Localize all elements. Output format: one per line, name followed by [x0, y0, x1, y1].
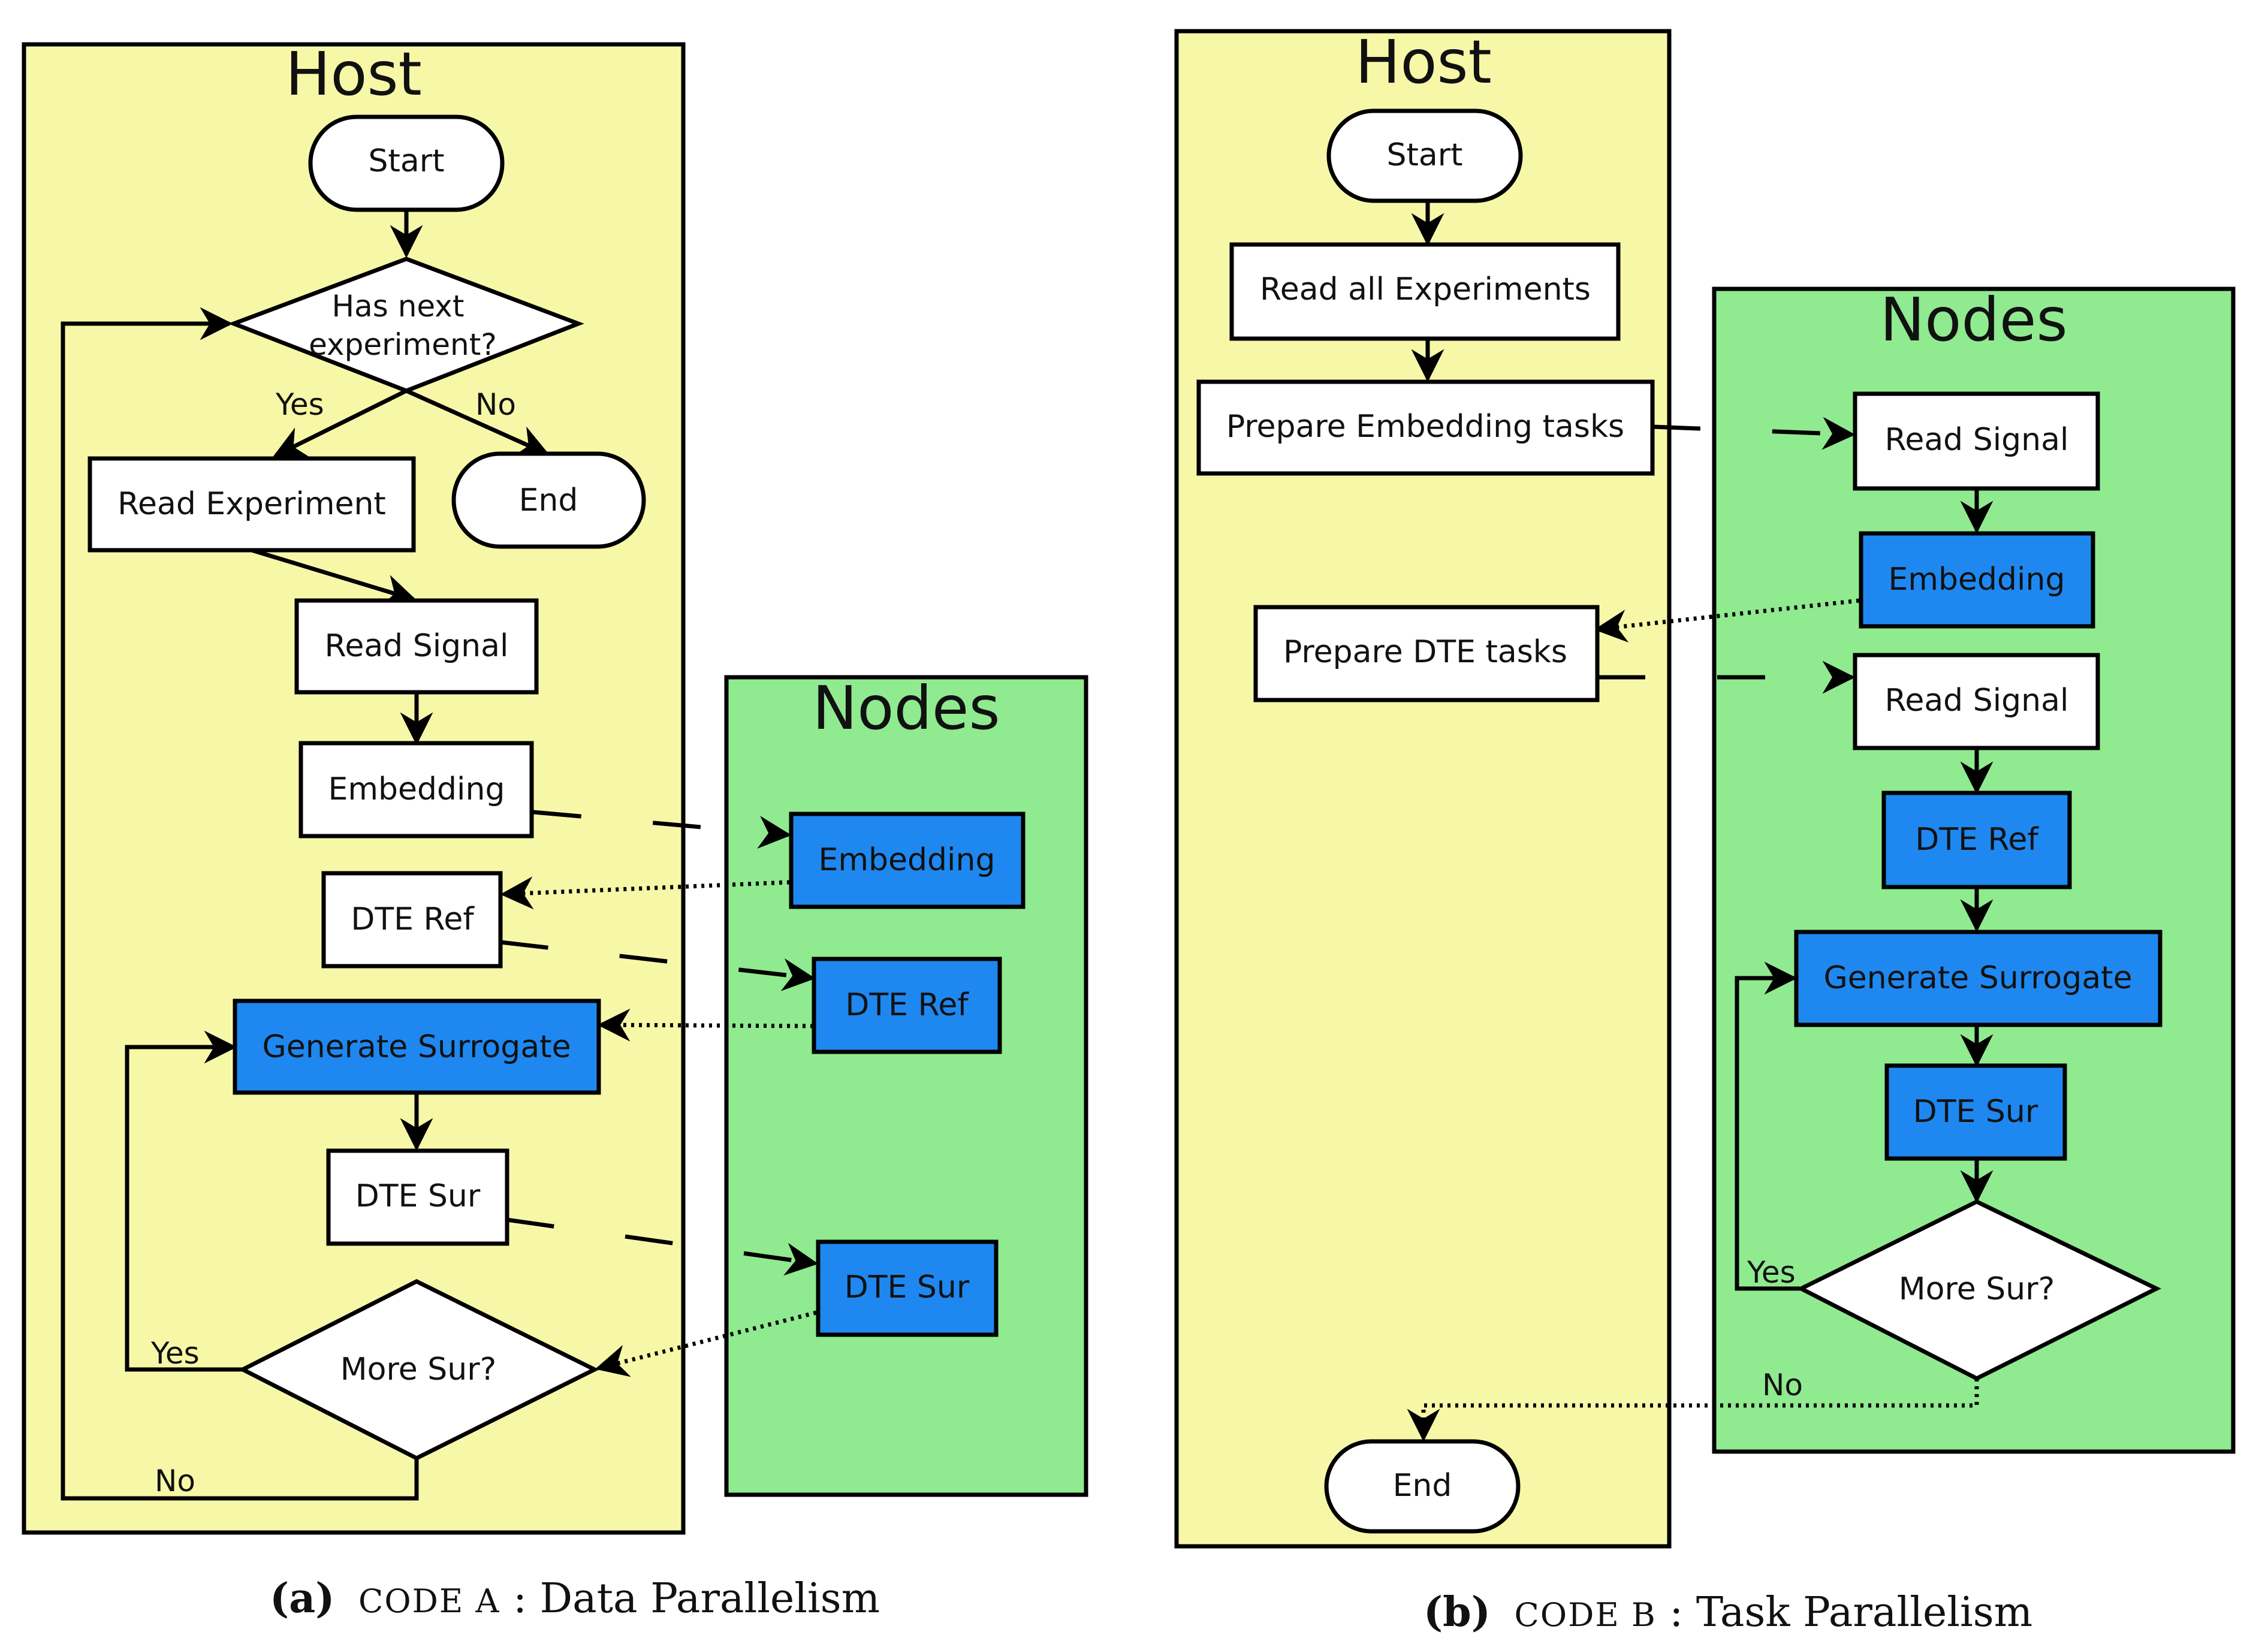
node-generate-surrogate-label-b: Generate Surrogate: [1823, 960, 2132, 996]
has-next-label-line1: Has next: [332, 289, 465, 324]
generate-surrogate-label-a: Generate Surrogate: [262, 1029, 571, 1065]
start-terminal-b: [1326, 108, 1523, 203]
node-embedding-box-b: [1859, 531, 2095, 629]
yes-label-a1: Yes: [275, 387, 324, 422]
edge-decision-yes-a: [273, 388, 408, 458]
read-all-box-b: [1229, 242, 1621, 341]
read-signal-box-a: [294, 598, 539, 695]
end-terminal-a: [451, 451, 646, 549]
end-label-a: End: [519, 482, 578, 518]
caption-b-text: : Task Parallelism: [1669, 1589, 2032, 1636]
caption-a-label: (a): [270, 1574, 334, 1622]
caption-b: (b) CODE B : Task Parallelism: [1423, 1588, 2032, 1636]
more-sur-decision-a: [238, 1279, 599, 1461]
node-dte-sur-label-b: DTE Sur: [1913, 1094, 2038, 1130]
no-label-a1: No: [475, 387, 516, 422]
no-label-a2: No: [155, 1464, 195, 1498]
nodes-title-a: Nodes: [812, 673, 1000, 743]
embedding-label-a: Embedding: [328, 771, 505, 807]
edge-node-dtesur-return-a: [595, 1310, 817, 1377]
read-all-label-b: Read all Experiments: [1260, 272, 1591, 307]
node-read-signal-1-box-b: [1853, 391, 2100, 491]
node-dte-ref-box-b: [1881, 791, 2072, 889]
dte-sur-box-a: [326, 1148, 509, 1246]
edge-prepemb-to-readsignal-b: [1652, 417, 1856, 450]
start-label-b: Start: [1386, 137, 1462, 173]
prep-dte-box-b: [1253, 605, 1600, 702]
has-next-label-line2: experiment?: [309, 327, 497, 362]
dte-sur-label-a: DTE Sur: [355, 1178, 481, 1214]
edge-node-embedding-return-a: [500, 876, 791, 910]
node-embedding-box-a: [789, 812, 1026, 909]
edge-dteref-to-node-a: [500, 940, 816, 991]
caption-a-text: : Data Parallelism: [513, 1575, 880, 1622]
read-signal-label-a: Read Signal: [325, 628, 509, 664]
no-label-b: No: [1762, 1368, 1803, 1402]
node-dte-sur-label-a: DTE Sur: [845, 1269, 970, 1305]
node-dte-ref-box-a: [812, 957, 1002, 1054]
node-embedding-label-b: Embedding: [1889, 562, 2065, 598]
edge-decision-no-a: [405, 388, 550, 457]
host-title-a: Host: [285, 39, 422, 109]
node-dte-ref-label-b: DTE Ref: [1915, 822, 2039, 858]
node-read-signal-2-label-b: Read Signal: [1885, 683, 2069, 719]
panel-b: Host Nodes Start Read all Experiments Pr…: [1174, 27, 2236, 1636]
start-terminal-a: [308, 114, 505, 212]
node-read-signal-1-label-b: Read Signal: [1885, 422, 2069, 458]
caption-a: (a) CODE A : Data Parallelism: [270, 1574, 880, 1622]
node-read-signal-2-box-b: [1853, 653, 2100, 750]
edge-readexp-to-readsignal-a: [251, 548, 417, 607]
edge-no-loop-to-decision-a: [61, 307, 419, 1501]
node-dte-sur-box-a: [816, 1239, 999, 1337]
more-sur-label-b: More Sur?: [1899, 1271, 2055, 1307]
yes-label-a2: Yes: [150, 1336, 200, 1371]
node-embedding-label-a: Embedding: [819, 842, 996, 878]
yes-label-b: Yes: [1747, 1255, 1796, 1290]
node-dte-sur-box-b: [1884, 1063, 2067, 1161]
prep-embedding-label-b: Prepare Embedding tasks: [1226, 409, 1624, 445]
prep-embedding-box-b: [1196, 379, 1655, 476]
edge-node-dteref-return-a: [597, 1008, 814, 1042]
more-sur-label-a: More Sur?: [340, 1352, 496, 1387]
panel-a: Host Nodes Start Has next experiment? Ye…: [22, 39, 1088, 1622]
edge-embedding-to-node-a: [533, 810, 792, 849]
node-generate-surrogate-box-b: [1794, 930, 2163, 1027]
nodes-lane-a: [724, 675, 1088, 1497]
edge-yes-loop-to-gensur-a: [125, 1030, 243, 1372]
embedding-box-a: [298, 741, 534, 838]
node-dte-ref-label-a: DTE Ref: [845, 987, 969, 1023]
read-experiment-label-a: Read Experiment: [117, 486, 386, 522]
caption-b-label: (b): [1423, 1588, 1491, 1636]
host-title-b: Host: [1355, 27, 1492, 97]
read-experiment-box-a: [88, 456, 416, 553]
end-terminal-b: [1324, 1439, 1521, 1534]
dte-ref-box-a: [321, 871, 503, 969]
start-label-a: Start: [368, 143, 444, 179]
generate-surrogate-box-a: [233, 999, 601, 1095]
edge-yes-loop-b: [1735, 961, 1800, 1291]
edge-dtesur-to-node-a: [506, 1217, 819, 1276]
prep-dte-label-b: Prepare DTE tasks: [1283, 634, 1567, 670]
more-sur-decision-b: [1796, 1199, 2161, 1381]
dte-ref-label-a: DTE Ref: [351, 901, 475, 937]
nodes-title-b: Nodes: [1880, 285, 2067, 355]
has-next-decision-a: [228, 257, 584, 393]
caption-b-code: CODE B: [1515, 1596, 1657, 1634]
end-label-b: End: [1393, 1468, 1452, 1504]
edge-embedding-return-b: [1594, 598, 1860, 642]
caption-a-code: CODE A: [358, 1582, 500, 1620]
